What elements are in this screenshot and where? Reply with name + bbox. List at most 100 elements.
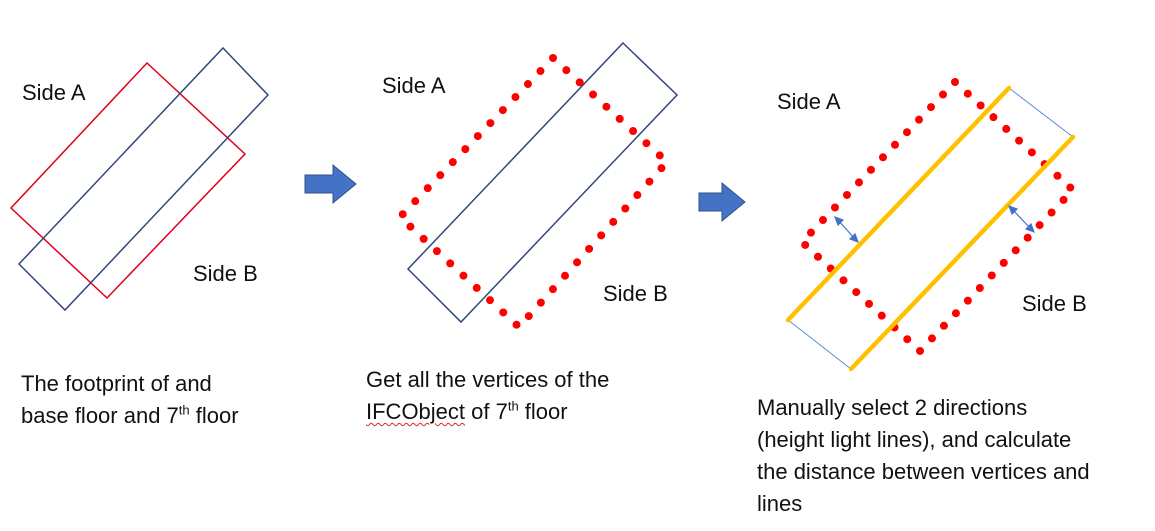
vertex-dot xyxy=(830,203,839,212)
vertex-dot xyxy=(1015,136,1024,145)
vertex-dot xyxy=(511,93,520,102)
vertex-dot xyxy=(987,271,996,280)
vertex-dot xyxy=(411,197,420,206)
vertex-dot xyxy=(419,234,428,243)
caption-panel2-line1: Get all the vertices of the xyxy=(366,367,610,392)
thin-connector-bottom xyxy=(787,319,852,370)
vertex-dot xyxy=(951,309,960,318)
panel1-side-a-label: Side A xyxy=(22,80,86,105)
vertex-dot xyxy=(473,132,482,141)
vertex-dot xyxy=(573,258,582,267)
vertex-dot xyxy=(523,80,532,89)
vertex-dot xyxy=(939,321,948,330)
vertex-dot xyxy=(877,311,886,320)
vertex-dot xyxy=(999,258,1008,267)
vertex-dot xyxy=(560,271,569,280)
vertex-dot xyxy=(655,151,664,160)
vertex-dot xyxy=(642,139,651,148)
vertex-dot xyxy=(461,145,470,154)
caption-panel1: The footprint of and base floor and 7th … xyxy=(21,368,239,432)
vertex-dot xyxy=(621,204,630,213)
vertex-dot xyxy=(406,222,415,231)
vertex-dot xyxy=(459,271,468,280)
caption-text: floor xyxy=(189,403,239,428)
caption-panel3: Manually select 2 directions (height lig… xyxy=(757,392,1090,520)
vertex-dot xyxy=(902,128,911,137)
vertex-dot xyxy=(398,210,407,219)
vertex-dot xyxy=(645,177,654,186)
vertex-dot xyxy=(448,158,457,167)
vertex-dot xyxy=(839,276,848,285)
caption-panel3-line3: the distance between vertices and xyxy=(757,459,1090,484)
vertex-dot xyxy=(854,178,863,187)
panel2-side-a-label: Side A xyxy=(382,73,446,98)
vertex-dot xyxy=(864,299,873,308)
vertex-dot xyxy=(852,288,861,297)
vertex-dot xyxy=(926,103,935,112)
caption-panel2-line2: IFCObject of 7th floor xyxy=(366,396,609,428)
vertex-dot xyxy=(499,308,508,317)
vertex-dot xyxy=(536,298,545,307)
vertex-dot xyxy=(486,119,495,128)
panel3-side-a-label: Side A xyxy=(777,89,841,114)
vertex-dot xyxy=(562,66,571,75)
vertex-dot xyxy=(485,296,494,305)
vertices-dots-panel2 xyxy=(398,54,666,329)
caption-panel3-line1: Manually select 2 directions xyxy=(757,395,1028,420)
vertex-dot xyxy=(432,247,441,256)
vertex-dot xyxy=(615,114,624,123)
vertex-dot xyxy=(423,184,432,193)
vertex-dot xyxy=(938,90,947,99)
vertex-dot xyxy=(575,78,584,87)
vertex-dot xyxy=(548,285,557,294)
vertex-dot xyxy=(602,102,611,111)
vertex-dot xyxy=(903,335,912,344)
arrow-right-icon xyxy=(304,163,357,205)
distance-arrow-icon xyxy=(833,215,860,244)
vertex-dot xyxy=(801,240,810,249)
vertex-dot xyxy=(914,115,923,124)
vertex-dot xyxy=(657,164,666,173)
vertex-dot xyxy=(585,244,594,253)
vertex-dot xyxy=(963,296,972,305)
vertex-dot xyxy=(813,252,822,261)
vertex-dot xyxy=(536,67,545,76)
caption-panel2: Get all the vertices of the IFCObject of… xyxy=(366,364,609,428)
thin-connector-top xyxy=(1008,87,1074,138)
vertex-dot xyxy=(472,283,481,292)
vertex-dot xyxy=(1047,208,1056,217)
vertex-dot xyxy=(1002,124,1011,133)
caption-panel3-line2: (height light lines), and calculate xyxy=(757,427,1072,452)
vertex-dot xyxy=(1059,195,1068,204)
vertex-dot xyxy=(1023,233,1032,242)
vertex-dot xyxy=(1035,221,1044,230)
vertex-dot xyxy=(446,259,455,268)
vertex-dot xyxy=(436,171,445,180)
vertex-dot xyxy=(975,284,984,293)
seventh-floor-footprint-panel2 xyxy=(406,41,679,324)
caption-text: base floor and 7 xyxy=(21,403,179,428)
vertex-dot xyxy=(498,106,507,115)
caption-panel3-line4: lines xyxy=(757,491,803,516)
vertex-dot xyxy=(1053,171,1062,180)
seventh-floor-footprint xyxy=(17,46,270,312)
vertex-dot xyxy=(927,334,936,343)
caption-panel1-line1: The footprint of and xyxy=(21,371,212,396)
vertex-dot xyxy=(806,228,815,237)
vertex-dot xyxy=(524,312,533,321)
panel1-side-b-label: Side B xyxy=(193,261,258,286)
caption-panel1-line2: base floor and 7th floor xyxy=(21,400,239,432)
arrow-right-icon xyxy=(698,181,746,223)
panel3-side-b-label: Side B xyxy=(1022,291,1087,316)
vertex-dot xyxy=(916,346,925,355)
vertex-dot xyxy=(629,127,638,136)
vertex-dot xyxy=(597,231,606,240)
vertex-dot xyxy=(512,320,521,329)
highlight-line-b xyxy=(848,134,1076,372)
distance-arrow-icon xyxy=(1007,204,1036,234)
vertex-dot xyxy=(878,153,887,162)
base-floor-footprint xyxy=(9,61,247,300)
vertex-dot xyxy=(633,191,642,200)
panel2-side-b-label: Side B xyxy=(603,281,668,306)
